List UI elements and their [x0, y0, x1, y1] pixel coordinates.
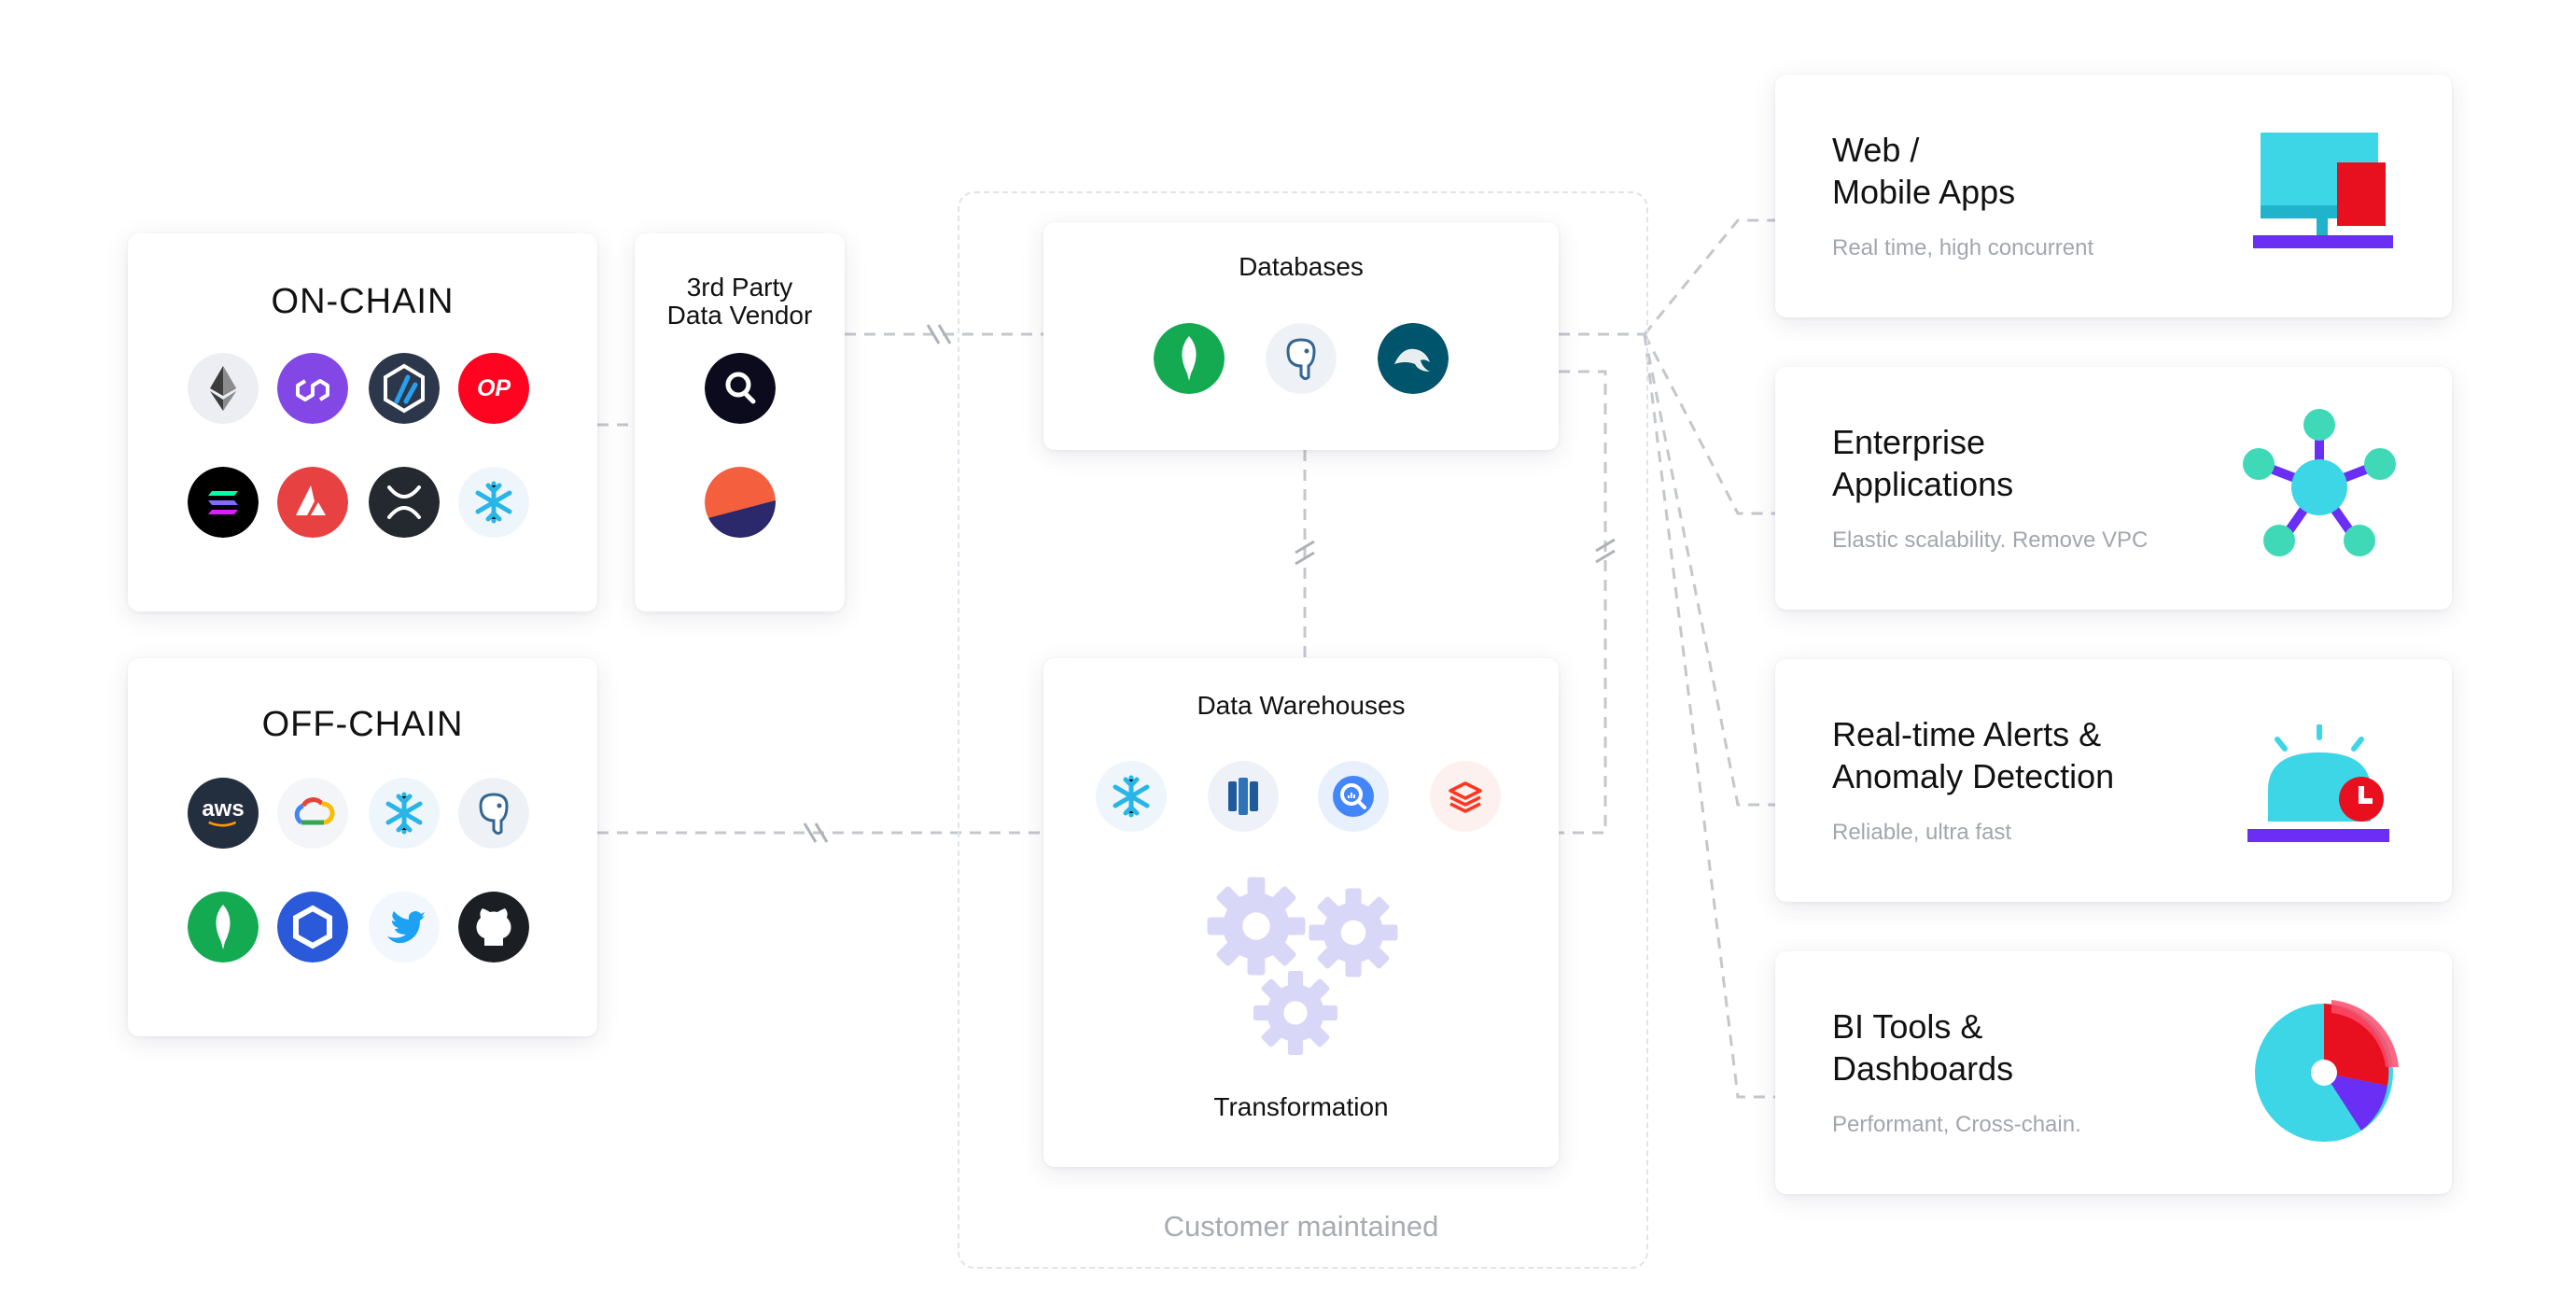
output-card-bi-tools: BI Tools & Dashboards Performant, Cross-… [1775, 951, 2452, 1194]
the-graph-icon [705, 353, 776, 424]
output-title-line2: Applications [1832, 465, 2014, 503]
postgresql-icon [458, 778, 529, 849]
dune-icon [705, 467, 776, 538]
offchain-card: OFF-CHAIN aws [128, 658, 597, 1036]
monitor-icon [2253, 133, 2393, 248]
customer-maintained-region [958, 191, 1648, 1269]
twitter-icon [369, 892, 440, 963]
break-mark-vertical-right [1595, 538, 1616, 564]
warehouses-title: Data Warehouses [1197, 691, 1406, 720]
output-title-line2: Dashboards [1832, 1049, 2014, 1088]
offchain-title: OFF-CHAIN [261, 705, 464, 744]
output-card-alerts: Real-time Alerts & Anomaly Detection Rel… [1775, 659, 2452, 902]
alarm-icon [2247, 724, 2389, 842]
databricks-icon [1430, 761, 1501, 832]
vendor-title-line1: 3rd Party [686, 273, 793, 302]
vendor-card: 3rd Party Data Vendor [635, 233, 845, 611]
output-card-enterprise: Enterprise Applications Elastic scalabil… [1775, 367, 2452, 610]
output-title-line1: BI Tools & [1832, 1007, 1983, 1046]
optimism-text: OP [476, 374, 511, 401]
network-hub-icon [2243, 409, 2396, 556]
output-subtitle: Elastic scalability. Remove VPC [1832, 527, 2149, 553]
output-subtitle: Performant, Cross-chain. [1832, 1112, 2081, 1137]
xrp-icon [369, 467, 440, 538]
output-card-web-mobile: Web / Mobile Apps Real time, high concur… [1775, 75, 2452, 317]
output-title-line2: Anomaly Detection [1832, 757, 2115, 795]
warehouses-card: Data Warehouses [1043, 658, 1559, 1167]
google-cloud-icon [277, 778, 348, 849]
mongodb-icon [1154, 323, 1225, 394]
connector-to-enterprise [1643, 333, 1775, 515]
transformation-label: Transformation [1213, 1092, 1389, 1121]
connector-to-bi [1643, 333, 1775, 1099]
postgresql-icon [1266, 323, 1337, 394]
solana-icon [188, 467, 259, 538]
pie-chart-icon [2255, 1000, 2399, 1142]
output-title-line1: Web / [1832, 131, 1920, 169]
avalanche-icon [277, 467, 348, 538]
snowflake-icon [1096, 761, 1167, 832]
chainlink-icon [277, 892, 348, 963]
onchain-card: ON-CHAIN OP [128, 233, 597, 611]
snowflake-icon [458, 467, 529, 538]
redshift-icon [1208, 761, 1279, 832]
output-title-line1: Enterprise [1832, 423, 1986, 461]
ethereum-icon [188, 353, 259, 424]
databases-title: Databases [1239, 252, 1364, 281]
databases-card: Databases [1043, 222, 1559, 450]
mysql-icon [1378, 323, 1449, 394]
connector-databases-right [1559, 370, 1607, 835]
bigquery-icon [1318, 761, 1389, 832]
output-subtitle: Reliable, ultra fast [1832, 820, 2012, 845]
aws-text: aws [202, 795, 245, 822]
mongodb-icon [188, 892, 259, 963]
polygon-icon [277, 353, 348, 424]
customer-maintained-label: Customer maintained [1163, 1210, 1439, 1243]
output-title-line1: Real-time Alerts & [1832, 715, 2102, 753]
break-mark-offchain [803, 822, 829, 843]
output-subtitle: Real time, high concurrent [1832, 235, 2094, 260]
arbitrum-icon [369, 353, 440, 424]
break-mark-vendor [926, 324, 952, 344]
optimism-icon: OP [458, 353, 529, 424]
onchain-title: ON-CHAIN [271, 282, 455, 321]
gears-icon [1207, 877, 1398, 1055]
break-mark-vertical-left [1295, 540, 1315, 566]
aws-icon: aws [188, 778, 259, 849]
output-title-line2: Mobile Apps [1832, 173, 2016, 211]
connector-to-web [1643, 218, 1775, 335]
vendor-title-line2: Data Vendor [666, 301, 813, 330]
connector-to-alerts [1643, 333, 1775, 807]
github-icon [458, 892, 529, 963]
snowflake-icon [369, 778, 440, 849]
